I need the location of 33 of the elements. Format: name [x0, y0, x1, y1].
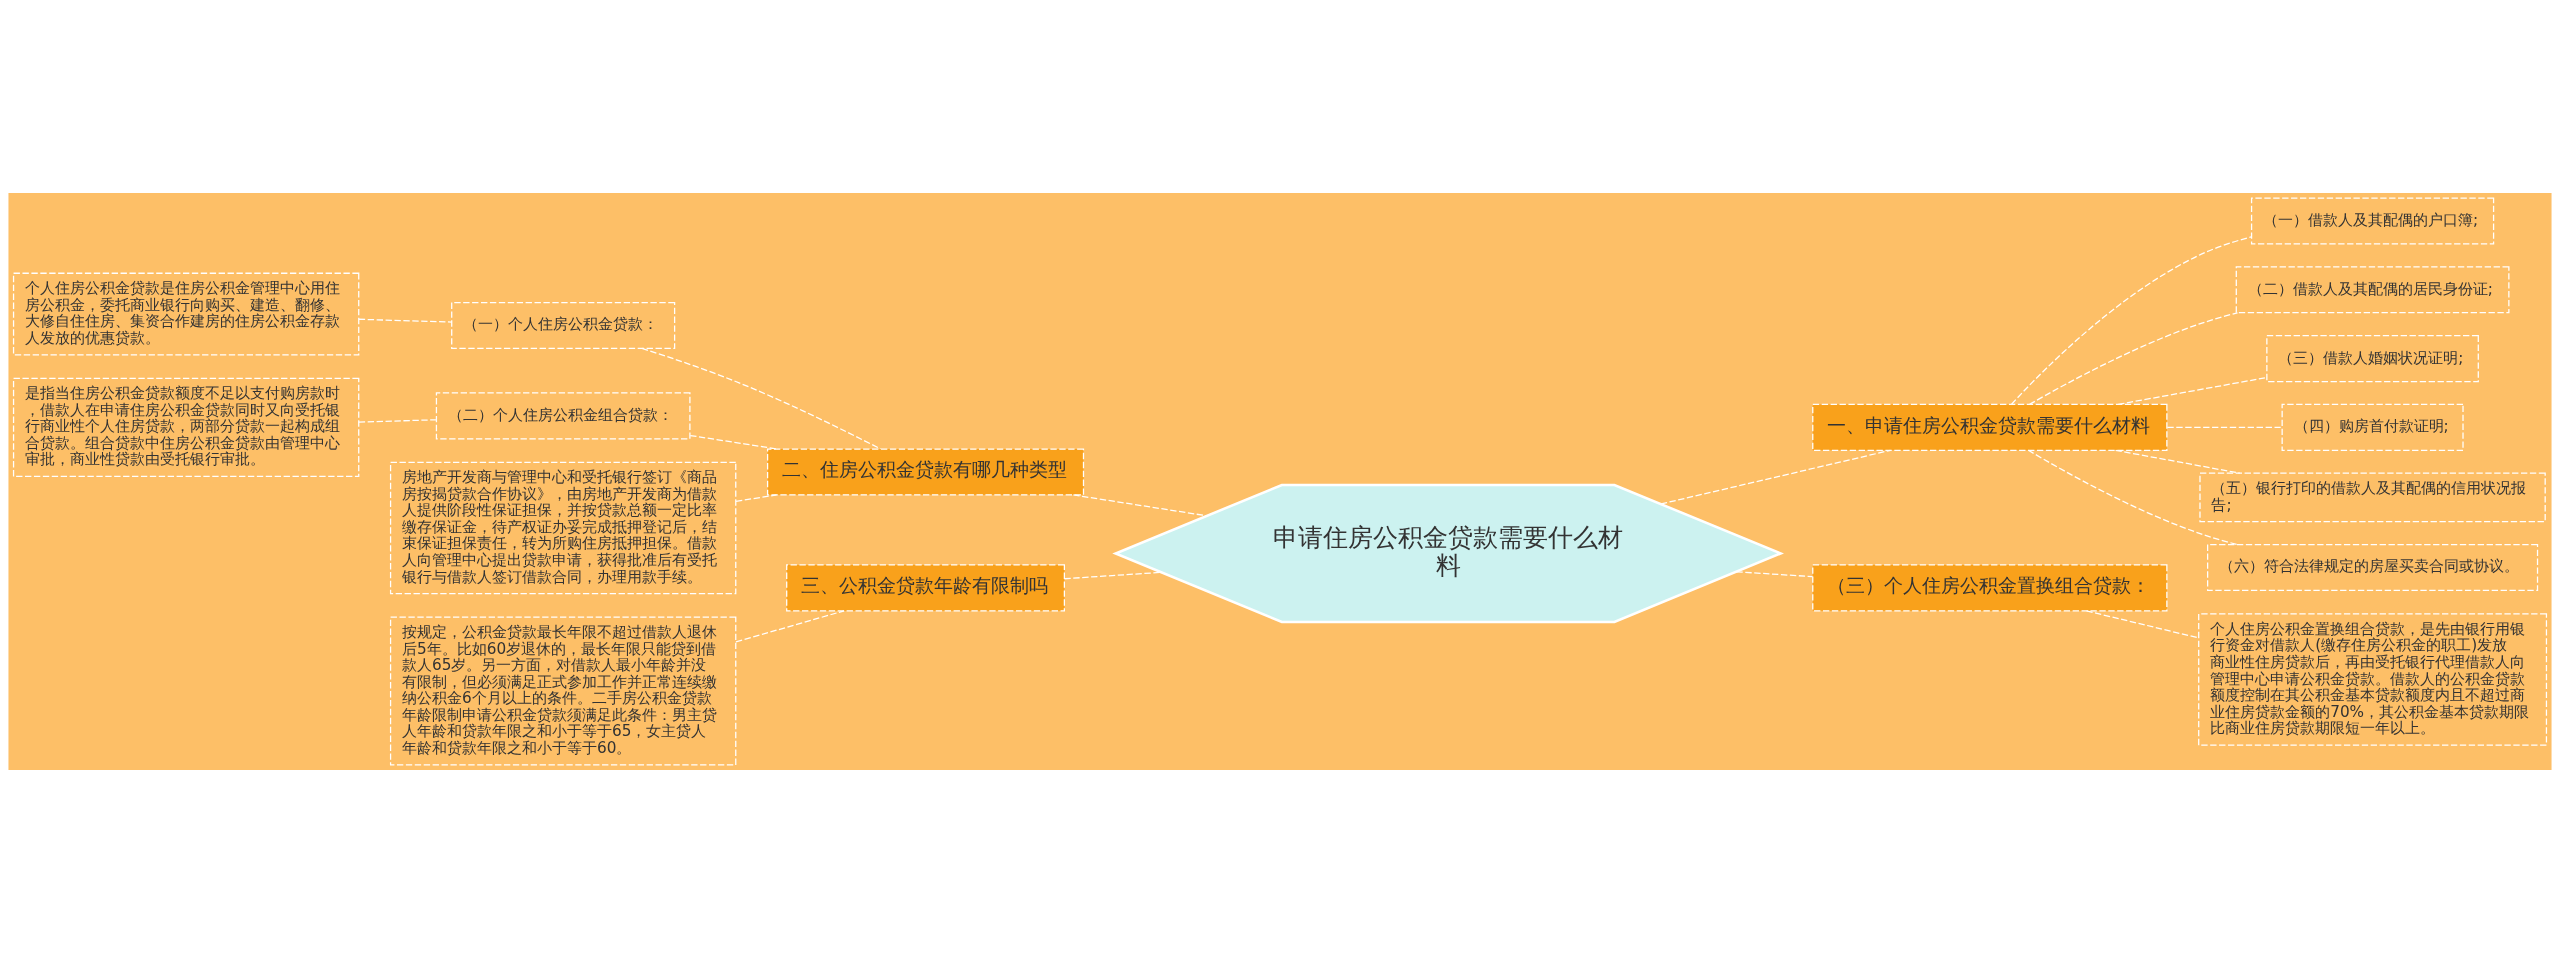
node-box: 一、申请住房公积金贷款需要什么材料 [1812, 403, 2168, 451]
node-box: （四）购房首付款证明; [2281, 403, 2464, 451]
connector [1660, 449, 1892, 505]
connector [735, 494, 778, 502]
node-box: （二）个人住房公积金组合贷款： [435, 392, 691, 440]
connector [1735, 571, 1814, 578]
connector [641, 347, 882, 450]
node-box: （五）银行打印的借款人及其配偶的信用状况报告; [2199, 472, 2546, 523]
connector [2166, 426, 2283, 428]
connector [1063, 571, 1162, 580]
node-box: （六）符合法律规定的房屋买卖合同或协议。 [2207, 543, 2539, 592]
connector [2085, 610, 2200, 639]
connector [2114, 449, 2241, 474]
node-box: （一）借款人及其配偶的户口簿; [2250, 197, 2495, 245]
node-box: （二）借款人及其配偶的居民身份证; [2235, 266, 2510, 314]
node-box: 是指当住房公积金贷款额度不足以支付购房款时，借款人在申请住房公积金贷款同时又向受托银行商业性个人住房贷款，两部分贷款一起构成组合贷款。组合贷款中住房公积金贷款由管理中心审批，商业性贷款由受托银行审批。 [12, 377, 360, 478]
connector [2010, 236, 2252, 405]
node-box: 二、住房公积金贷款有哪几种类型 [766, 448, 1085, 496]
node-box: 个人住房公积金贷款是住房公积金管理中心用住房公积金，委托商业银行向购买、建造、翻修、大修自住住房、集资合作建房的住房公积金存款人发放的优惠贷款。 [12, 272, 360, 356]
node-box: 按规定，公积金贷款最长年限不超过借款人退休后5年。比如60岁退休的，最长年限只能贷到借款人65岁。另一方面，对借款人最小年龄并没有限制，但必须满足正式参加工作并正常连续缴纳公积金6个月以上的条件。二手房公积金贷款年龄限制申请公积金贷款须满足此条件：男主贷人年龄和贷款年限之和小于等于65，女主贷人年龄和贷款年限之和小于等于60。 [389, 616, 737, 766]
connector [2117, 376, 2268, 405]
node-box: 个人住房公积金置换组合贷款，是先由银行用银行资金对借款人(缴存住房公积金的职工)发放商业性住房贷款后，再由受托银行代理借款人向管理中心申请公积金贷款。借款人的公积金贷款额度控制在其公积金基本贷款额度内且不超过商业住房贷款金额的70%，其公积金基本贷款期限比商业住房贷款期限短一年以上。 [2198, 613, 2548, 746]
connector [358, 419, 437, 423]
connector [735, 610, 845, 643]
node-box: （三）借款人婚姻状况证明; [2266, 335, 2479, 383]
connector [358, 318, 453, 323]
node-box: （三）个人住房公积金置换组合贷款： [1812, 564, 2168, 612]
node-box: 三、公积金贷款年龄有限制吗 [786, 564, 1065, 612]
node-box: 房地产开发商与管理中心和受托银行签订《商品房按揭贷款合作协议》，由房地产开发商为借款人提供阶段性保证担保，并按贷款总额一定比率缴存保证金，待产权证办妥完成抵押登记后，结束保证担保责任，转为所购住房抵押担保。借款人向管理中心提出贷款申请，获得批准后有受托银行与借款人签订借款合同，办理用款手续。 [389, 461, 737, 595]
connector [2028, 312, 2239, 405]
connector [1072, 494, 1208, 517]
connector [689, 434, 778, 450]
node-box: （一）个人住房公积金贷款： [451, 301, 676, 350]
